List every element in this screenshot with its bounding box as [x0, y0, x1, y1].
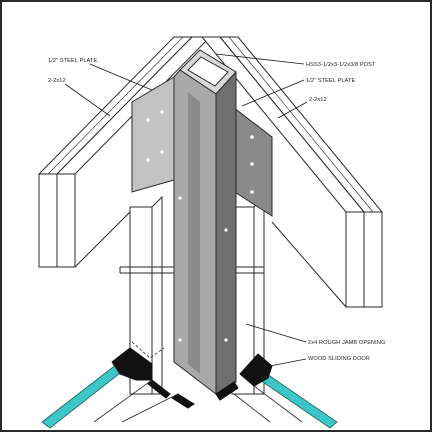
post-label: HSS3-1/2x3-1/2x3/8 POST: [306, 62, 376, 68]
door-label: WOOD SLIDING DOOR: [308, 356, 370, 362]
joists-right-label: 2-2x12: [309, 97, 327, 103]
door-sill-lines: [93, 341, 303, 423]
callout-leaders: [64, 53, 308, 369]
jamb-label: 2x4 ROUGH JAMB OPENING: [308, 340, 385, 346]
hss-steel-post: [173, 49, 237, 396]
left-steel-plate: [131, 76, 175, 193]
rough-jamb-studs: [129, 195, 265, 395]
steel-plate-right-label: 1/2" STEEL PLATE: [306, 78, 355, 84]
steel-plate-left-label: 1/2" STEEL PLATE: [48, 58, 97, 64]
joists-left-label: 2-2x12: [48, 78, 66, 84]
right-joist-pair: [200, 36, 384, 308]
